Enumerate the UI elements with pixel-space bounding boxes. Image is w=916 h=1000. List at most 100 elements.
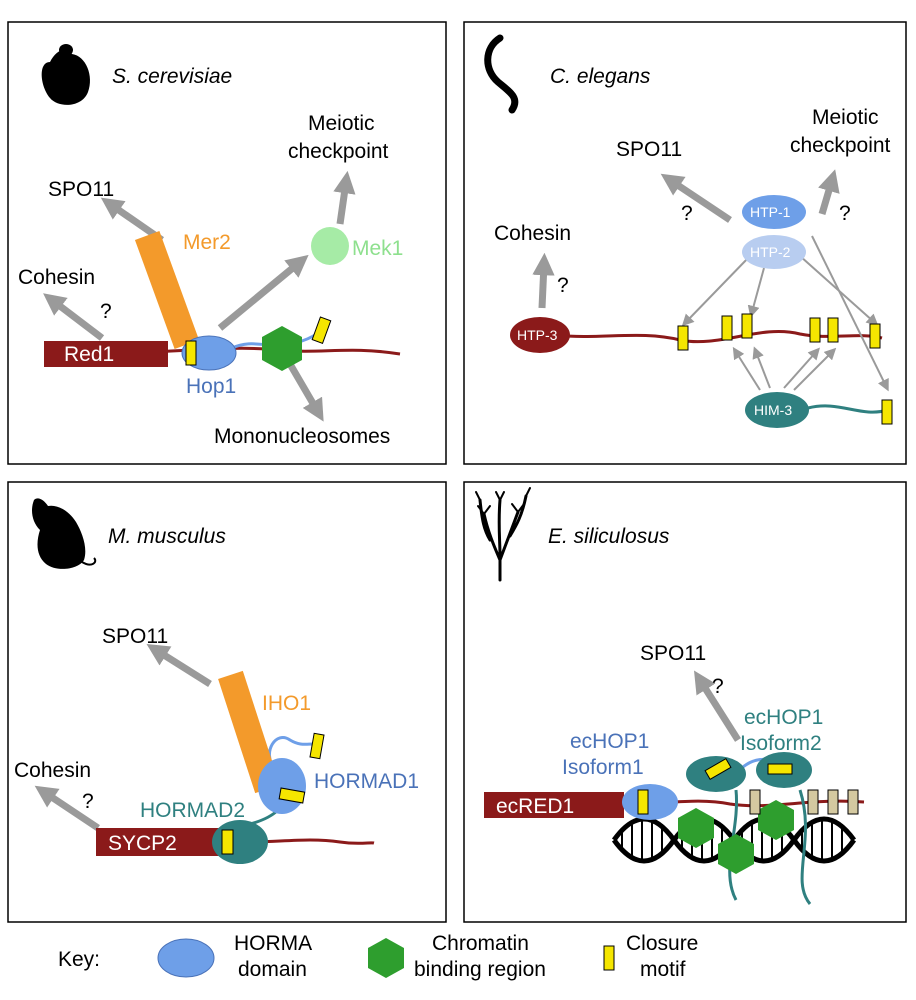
cohesin-label: Cohesin bbox=[18, 266, 95, 289]
mouse-icon bbox=[32, 498, 97, 569]
worm-icon bbox=[484, 34, 519, 114]
yeast-icon bbox=[41, 44, 91, 105]
thin-arrow bbox=[783, 347, 820, 389]
closure-motif-tan bbox=[749, 789, 761, 815]
iho1-bar bbox=[218, 670, 280, 794]
panel-musculus: M. musculus SYCP2 SPO11 IHO1 HORMAD1 HOR… bbox=[7, 481, 447, 923]
thin-arrow bbox=[799, 255, 879, 326]
hormad1-tail bbox=[267, 736, 315, 769]
arrow-spo11 bbox=[146, 644, 212, 687]
echop1-isoform2-label-line2: Isoform2 bbox=[740, 732, 822, 755]
chromatin-binding-hexagon bbox=[718, 834, 754, 874]
panel-elegans: C. elegans HTP-1 HTP-2 HTP-3 bbox=[463, 21, 907, 465]
hormad1-label: HORMAD1 bbox=[314, 770, 419, 793]
panel-border bbox=[7, 21, 447, 465]
closure-motif bbox=[309, 732, 325, 760]
horma-domain-swatch bbox=[157, 938, 215, 978]
checkpoint-label-line1: Meiotic bbox=[812, 106, 879, 129]
chromatin-label-line2: binding region bbox=[414, 958, 546, 981]
horma-label-line1: HORMA bbox=[234, 932, 312, 955]
mer2-label: Mer2 bbox=[183, 231, 231, 254]
arrow-checkpoint bbox=[333, 170, 356, 225]
closure-motif bbox=[221, 829, 234, 855]
spo11-label: SPO11 bbox=[48, 178, 114, 201]
panel-cerevisiae: S. cerevisiae Red1 SPO11 Mer2 Mek1 Meiot… bbox=[7, 21, 447, 465]
panel-siliculosus: E. siliculosus ecRED1 bbox=[463, 481, 907, 923]
checkpoint-label-line1: Meiotic bbox=[308, 112, 375, 135]
closure-motif bbox=[881, 399, 893, 425]
spo11-label: SPO11 bbox=[640, 642, 706, 665]
closure-motif bbox=[677, 325, 689, 351]
closure-motif bbox=[637, 789, 649, 815]
mek1-label: Mek1 bbox=[352, 237, 403, 260]
species-label: S. cerevisiae bbox=[112, 65, 232, 88]
thin-arrow bbox=[681, 255, 751, 327]
arrow-spo11 bbox=[660, 173, 732, 223]
htp3-horma bbox=[510, 317, 570, 353]
closure-motif bbox=[827, 317, 839, 343]
ecred1-box bbox=[484, 792, 624, 818]
chromatin-binding-swatch bbox=[368, 938, 404, 978]
echop1-isoform2-label-line1: ecHOP1 bbox=[744, 706, 823, 729]
closure-motif bbox=[767, 763, 793, 775]
species-label: M. musculus bbox=[108, 525, 226, 548]
question-mark: ? bbox=[712, 675, 724, 698]
seaweed-icon bbox=[475, 487, 531, 582]
hormad1-horma bbox=[258, 758, 306, 814]
isoform2-tail bbox=[798, 789, 812, 905]
echop1-isoform1-horma bbox=[622, 784, 678, 820]
checkpoint-label-line2: checkpoint bbox=[288, 140, 389, 163]
panel-border bbox=[7, 481, 447, 923]
closure-motif-tan bbox=[807, 789, 819, 815]
arrow-mononucleosomes bbox=[286, 362, 324, 422]
echop1-isoform1-label-line2: Isoform1 bbox=[562, 756, 644, 779]
echop1-isoform1-label-line1: ecHOP1 bbox=[570, 730, 649, 753]
closure-motif-swatch bbox=[603, 945, 615, 971]
him3-label: HIM-3 bbox=[754, 402, 792, 418]
arrow-spo11 bbox=[694, 670, 741, 742]
chromatin-binding-hexagon bbox=[758, 800, 794, 840]
thin-arrow bbox=[811, 235, 889, 392]
htp1-horma bbox=[742, 195, 806, 229]
chromatin-label-line1: Chromatin bbox=[432, 932, 529, 955]
question-mark: ? bbox=[681, 202, 693, 225]
mek1-circle bbox=[311, 227, 349, 265]
legend: Key: HORMA domain Chromatin binding regi… bbox=[58, 932, 698, 981]
htp3-label: HTP-3 bbox=[517, 327, 558, 343]
ecred1-label: ecRED1 bbox=[496, 795, 574, 818]
species-label: E. siliculosus bbox=[548, 525, 670, 548]
closure-motif bbox=[869, 323, 881, 349]
chromatin-binding-hexagon bbox=[262, 326, 302, 371]
arrow-cohesin bbox=[532, 252, 555, 309]
hormad2-label: HORMAD2 bbox=[140, 799, 245, 822]
thin-arrow bbox=[793, 347, 837, 391]
species-label: C. elegans bbox=[550, 65, 651, 88]
closure-label-line1: Closure bbox=[626, 932, 698, 955]
thin-arrow bbox=[747, 267, 765, 318]
checkpoint-label-line2: checkpoint bbox=[790, 134, 891, 157]
him3-tail bbox=[807, 404, 889, 414]
arrow-cohesin bbox=[43, 293, 105, 341]
mononucleosomes-label: Mononucleosomes bbox=[214, 425, 390, 448]
closure-motif-tan bbox=[847, 789, 859, 815]
htp2-label: HTP-2 bbox=[750, 244, 791, 260]
panel-border bbox=[463, 481, 907, 923]
thin-arrow bbox=[752, 346, 771, 389]
htp2-horma bbox=[742, 235, 806, 269]
arrow-mek1 bbox=[217, 254, 309, 331]
htp1-label: HTP-1 bbox=[750, 204, 791, 220]
closure-motif bbox=[704, 757, 732, 781]
red1-box bbox=[44, 341, 168, 367]
horma-label-line2: domain bbox=[238, 958, 307, 981]
red1-label: Red1 bbox=[64, 343, 114, 366]
him3-horma bbox=[745, 392, 809, 428]
question-mark: ? bbox=[100, 300, 112, 323]
key-title: Key: bbox=[58, 948, 100, 971]
question-mark: ? bbox=[82, 790, 94, 813]
closure-motif bbox=[741, 313, 753, 339]
closure-motif bbox=[311, 316, 332, 344]
closure-label-line2: motif bbox=[640, 958, 686, 981]
mer2-bar bbox=[134, 231, 200, 349]
cohesin-label: Cohesin bbox=[14, 759, 91, 782]
